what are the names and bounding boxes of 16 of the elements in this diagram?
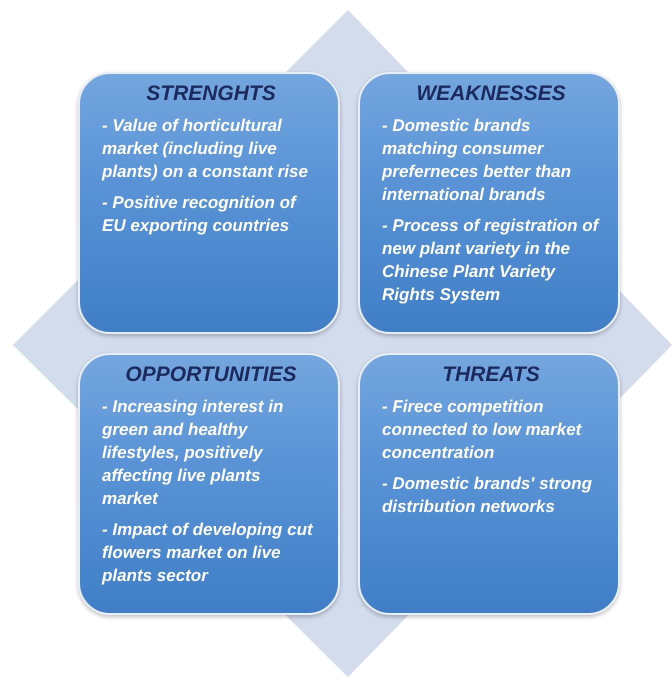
box-heading: OPPORTUNITIES	[124, 363, 298, 387]
swot-box	[358, 353, 620, 615]
bullet-text: - Process of registration of new plant variety in the Chinese Plant Variety Rights System	[382, 215, 600, 306]
bullet-text: - Impact of developing cut flowers market on live plants sector	[102, 519, 314, 587]
swot-box	[78, 72, 340, 334]
bullet-text: - Domestic brands' strong distribution networks	[382, 473, 593, 518]
box-heading: WEAKNESSES	[415, 82, 567, 106]
box-heading: THREATS	[441, 363, 541, 387]
swot-box	[358, 72, 620, 334]
bullet-text: - Firece competition connected to low market concentration	[382, 396, 583, 464]
bullet-text: - Increasing interest in green and healthy lifestyles, positively affecting live plants market	[102, 396, 284, 510]
bullet-text: - Domestic brands matching consumer preferneces better than international brands	[382, 115, 572, 206]
swot-box	[78, 353, 340, 615]
bullet-text: - Positive recognition of EU exporting countries	[102, 192, 298, 237]
box-heading: STRENGHTS	[145, 82, 277, 106]
bullet-text: - Value of horticultural market (including live plants) on a constant rise	[102, 115, 309, 183]
